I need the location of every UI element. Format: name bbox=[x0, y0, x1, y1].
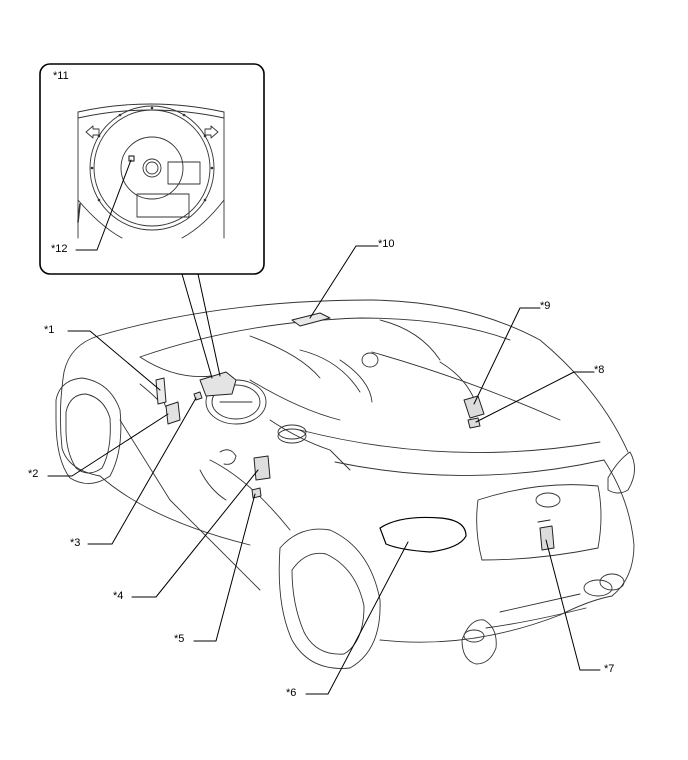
callout-5: *5 bbox=[174, 633, 185, 645]
components bbox=[155, 312, 555, 551]
callout-6: *6 bbox=[286, 687, 297, 699]
part-5 bbox=[251, 487, 262, 499]
callout-3: *3 bbox=[70, 537, 81, 549]
car-body-outline bbox=[55, 299, 635, 669]
callout-2: *2 bbox=[28, 468, 39, 480]
map-light-part bbox=[291, 312, 331, 327]
part-8 bbox=[467, 417, 481, 429]
callout-1: *1 bbox=[44, 324, 55, 336]
part-7 bbox=[539, 525, 555, 551]
callout-11: *11 bbox=[53, 70, 69, 82]
meter-inset bbox=[39, 63, 265, 275]
callout-8: *8 bbox=[594, 364, 605, 376]
callout-7: *7 bbox=[604, 663, 615, 675]
callout-10: *10 bbox=[378, 238, 395, 250]
leader-lines bbox=[47, 245, 601, 695]
part-9 bbox=[463, 395, 485, 419]
part-1 bbox=[155, 377, 167, 405]
meter-part bbox=[199, 371, 237, 397]
part-4 bbox=[253, 455, 271, 481]
callout-12: *12 bbox=[51, 243, 68, 255]
part-2 bbox=[165, 401, 181, 425]
callout-4: *4 bbox=[113, 590, 124, 602]
callout-9: *9 bbox=[540, 300, 551, 312]
